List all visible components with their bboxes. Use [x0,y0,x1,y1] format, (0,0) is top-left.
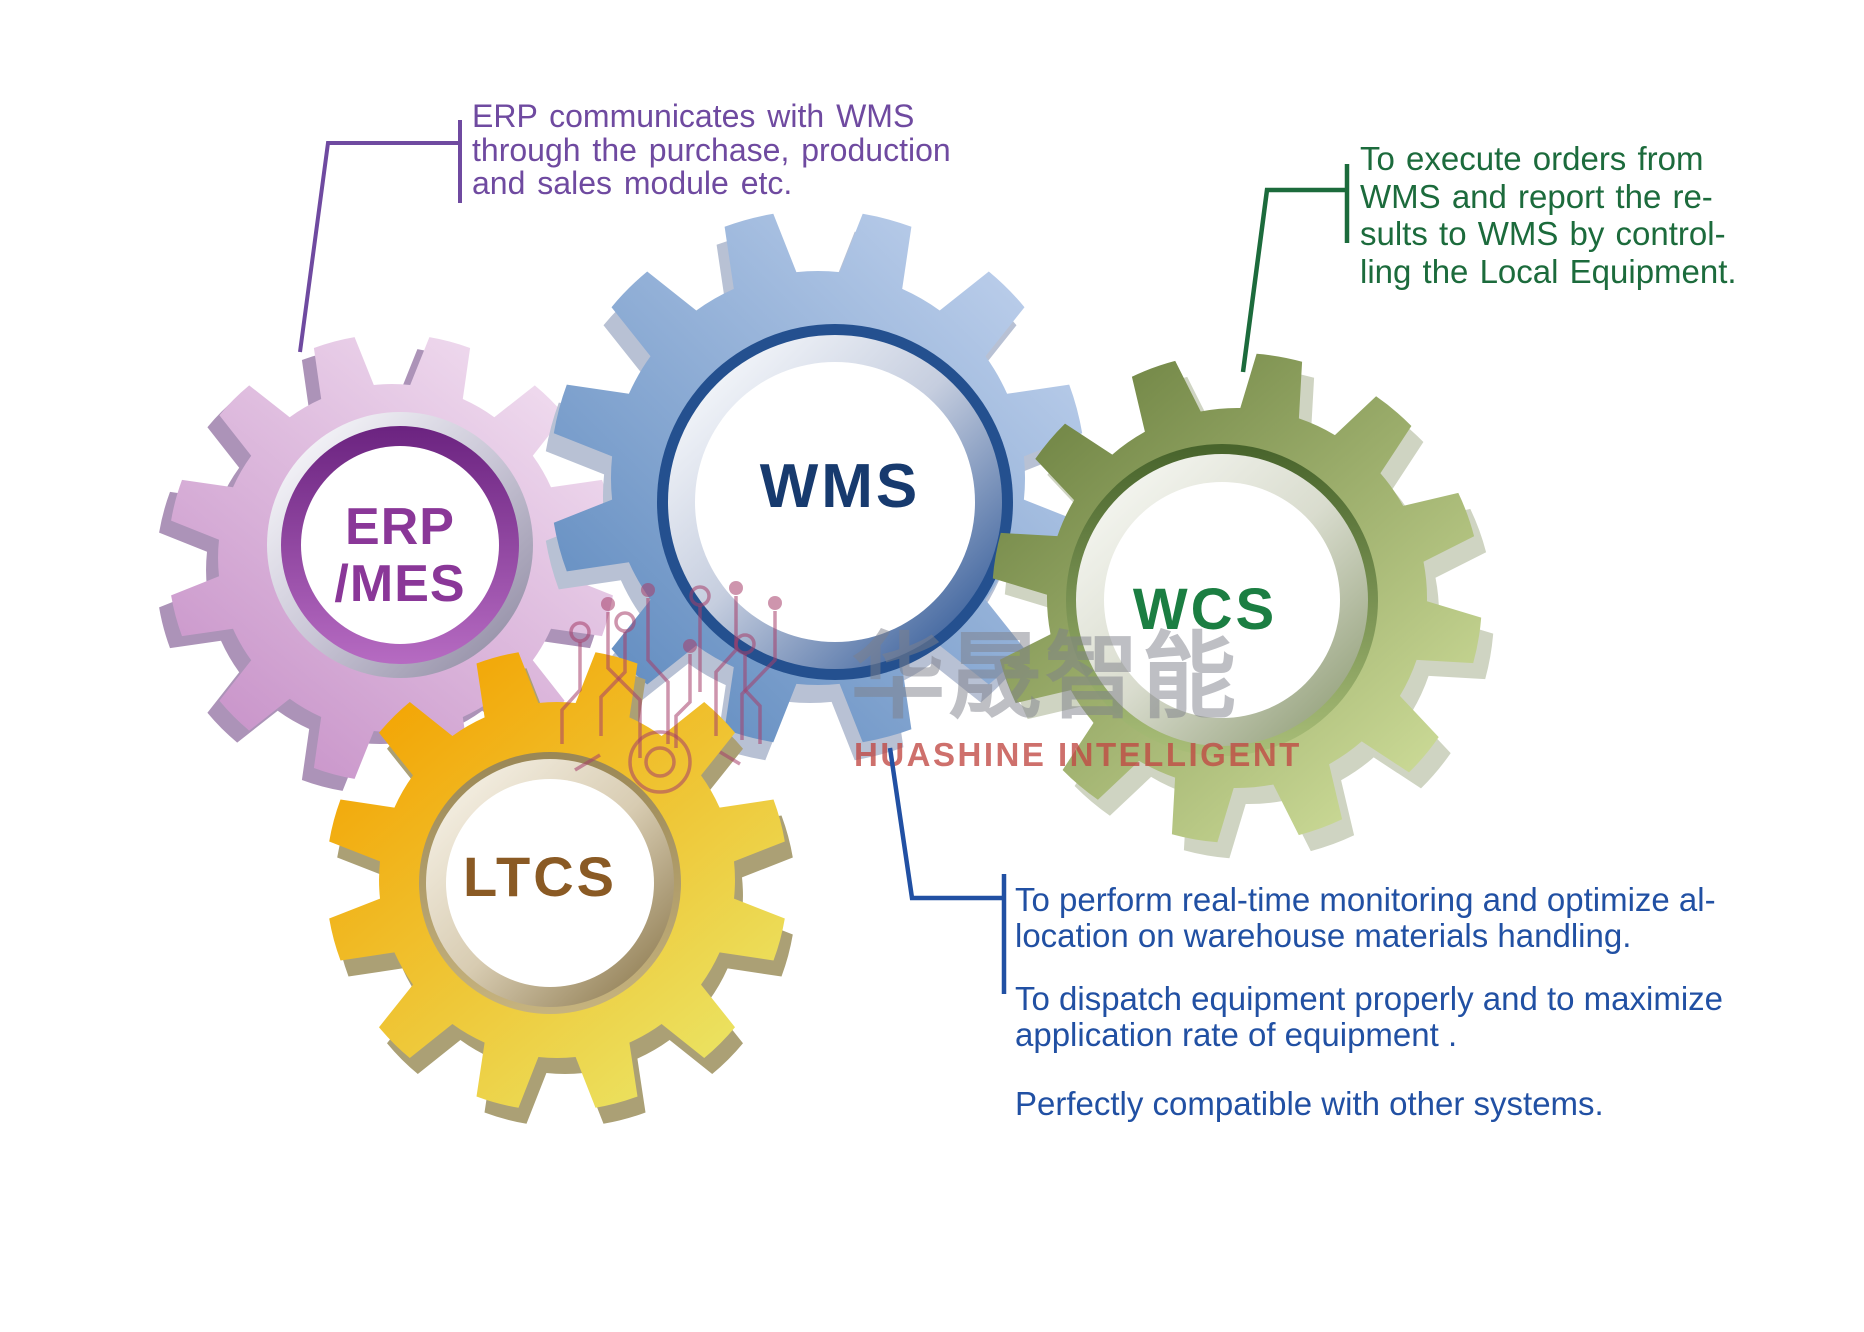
wms-note-text-2: To dispatch equipment properly and to ma… [1015,980,1724,1053]
wcs-gear-label: WCS [1132,577,1278,643]
circuit-dots-icon [601,581,782,653]
wcs-gear [992,353,1494,859]
wcs-note-text: To execute orders from WMS and report th… [1360,140,1737,290]
watermark-english-text: HUASHINE INTELLIGENT [854,736,1302,773]
ltcs-gear [329,652,793,1124]
erp-note-text: ERP communicates with WMS through the pu… [472,98,951,201]
ltcs-gear-label: LTCS [462,845,618,909]
wms-gear-label: WMS [759,451,921,521]
wms-note-text-3: Perfectly compatible with other systems. [1015,1085,1604,1122]
erp-mes-gear-label: ERP /MES [334,497,466,613]
wcs-note-connector [1240,164,1350,373]
wms-gear [545,213,1083,761]
watermark-chinese-text: 华晟智能 [851,624,1240,729]
circuit-traces-icon [560,585,777,794]
erp-note-connector [298,120,462,353]
wms-note-text-1: To perform real-time monitoring and opti… [1015,881,1716,954]
wms-note-connector [887,747,1007,994]
